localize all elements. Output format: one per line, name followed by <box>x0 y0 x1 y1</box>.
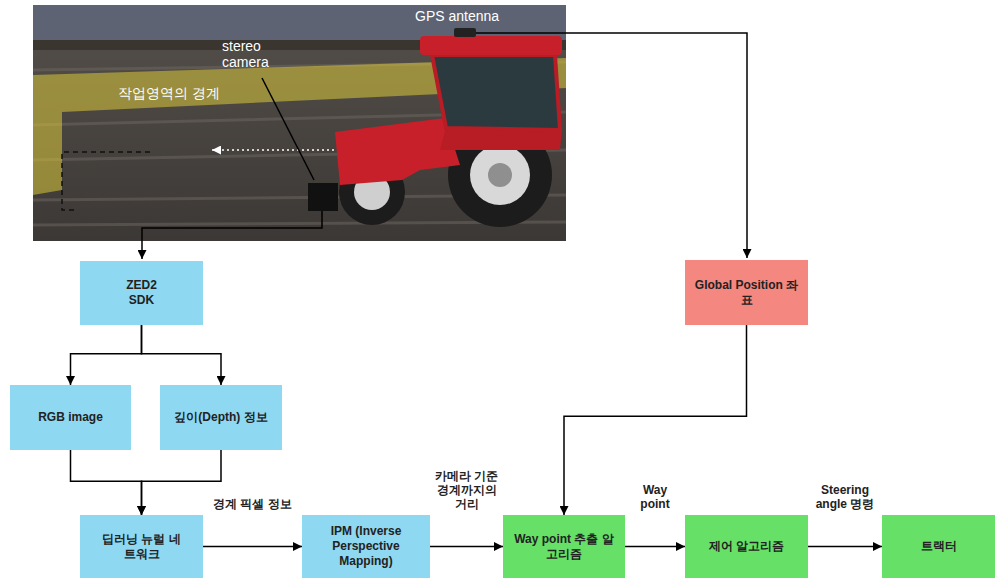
output-box: 트랙터 <box>882 515 995 578</box>
process-box: 딥러닝 뉴럴 네트워크 <box>80 515 203 578</box>
box-text: Global Position 좌표 <box>692 278 802 308</box>
rear-rim <box>470 145 530 205</box>
tractor-roof <box>420 36 562 55</box>
rear-hub <box>488 163 512 187</box>
process-box: ZED2 SDK <box>80 261 203 325</box>
path-arrow <box>212 149 334 151</box>
camera-to-sdk-arrow <box>142 211 322 259</box>
box-text: 딥러닝 뉴럴 네트워크 <box>97 532 187 562</box>
flow-arrow <box>625 546 685 548</box>
photo-label: 작업영역의 경계 <box>118 85 220 101</box>
flow-arrow <box>203 546 302 548</box>
field-photo <box>33 5 566 241</box>
process-box: Way point 추출 알고리즘 <box>503 515 625 578</box>
flow-arrow <box>142 325 222 385</box>
box-text: 트랙터 <box>921 539 957 554</box>
box-text: Way point 추출 알고리즘 <box>512 532 616 562</box>
data-box: RGB image <box>10 385 131 450</box>
flow-arrow <box>808 546 882 548</box>
box-text: ZED2 SDK <box>117 278 167 308</box>
photo-label: stereo camera <box>222 38 282 70</box>
box-text: 제어 알고리즘 <box>709 539 784 554</box>
edge-label: 카메라 기준 경계까지의 거리 <box>430 469 504 511</box>
gps-antenna <box>454 28 476 37</box>
gps-to-position-arrow <box>476 33 747 258</box>
input-box: Global Position 좌표 <box>685 260 808 325</box>
stereo-camera <box>308 183 338 211</box>
flow-arrow <box>564 325 747 515</box>
leader-line <box>262 78 314 180</box>
data-box: 깊이(Depth) 정보 <box>160 385 282 450</box>
flow-arrow <box>71 325 142 385</box>
edge-label: Steering angle 명령 <box>813 483 877 511</box>
process-box: 제어 알고리즘 <box>685 515 808 578</box>
box-text: IPM (Inverse Perspective Mapping) <box>307 524 425 569</box>
path-dashed <box>62 152 150 210</box>
process-box: IPM (Inverse Perspective Mapping) <box>302 515 430 578</box>
box-text: 깊이(Depth) 정보 <box>174 410 267 425</box>
box-text: RGB image <box>38 410 103 425</box>
edge-label: Way point <box>633 483 677 511</box>
flow-arrow <box>71 450 142 515</box>
flow-arrow <box>142 450 222 515</box>
photo-label: GPS antenna <box>415 8 499 24</box>
edge-label: 경계 픽셀 정보 <box>211 497 294 511</box>
tractor-cab <box>432 55 560 130</box>
flow-arrow <box>430 546 503 548</box>
tractor-hood <box>335 118 460 185</box>
